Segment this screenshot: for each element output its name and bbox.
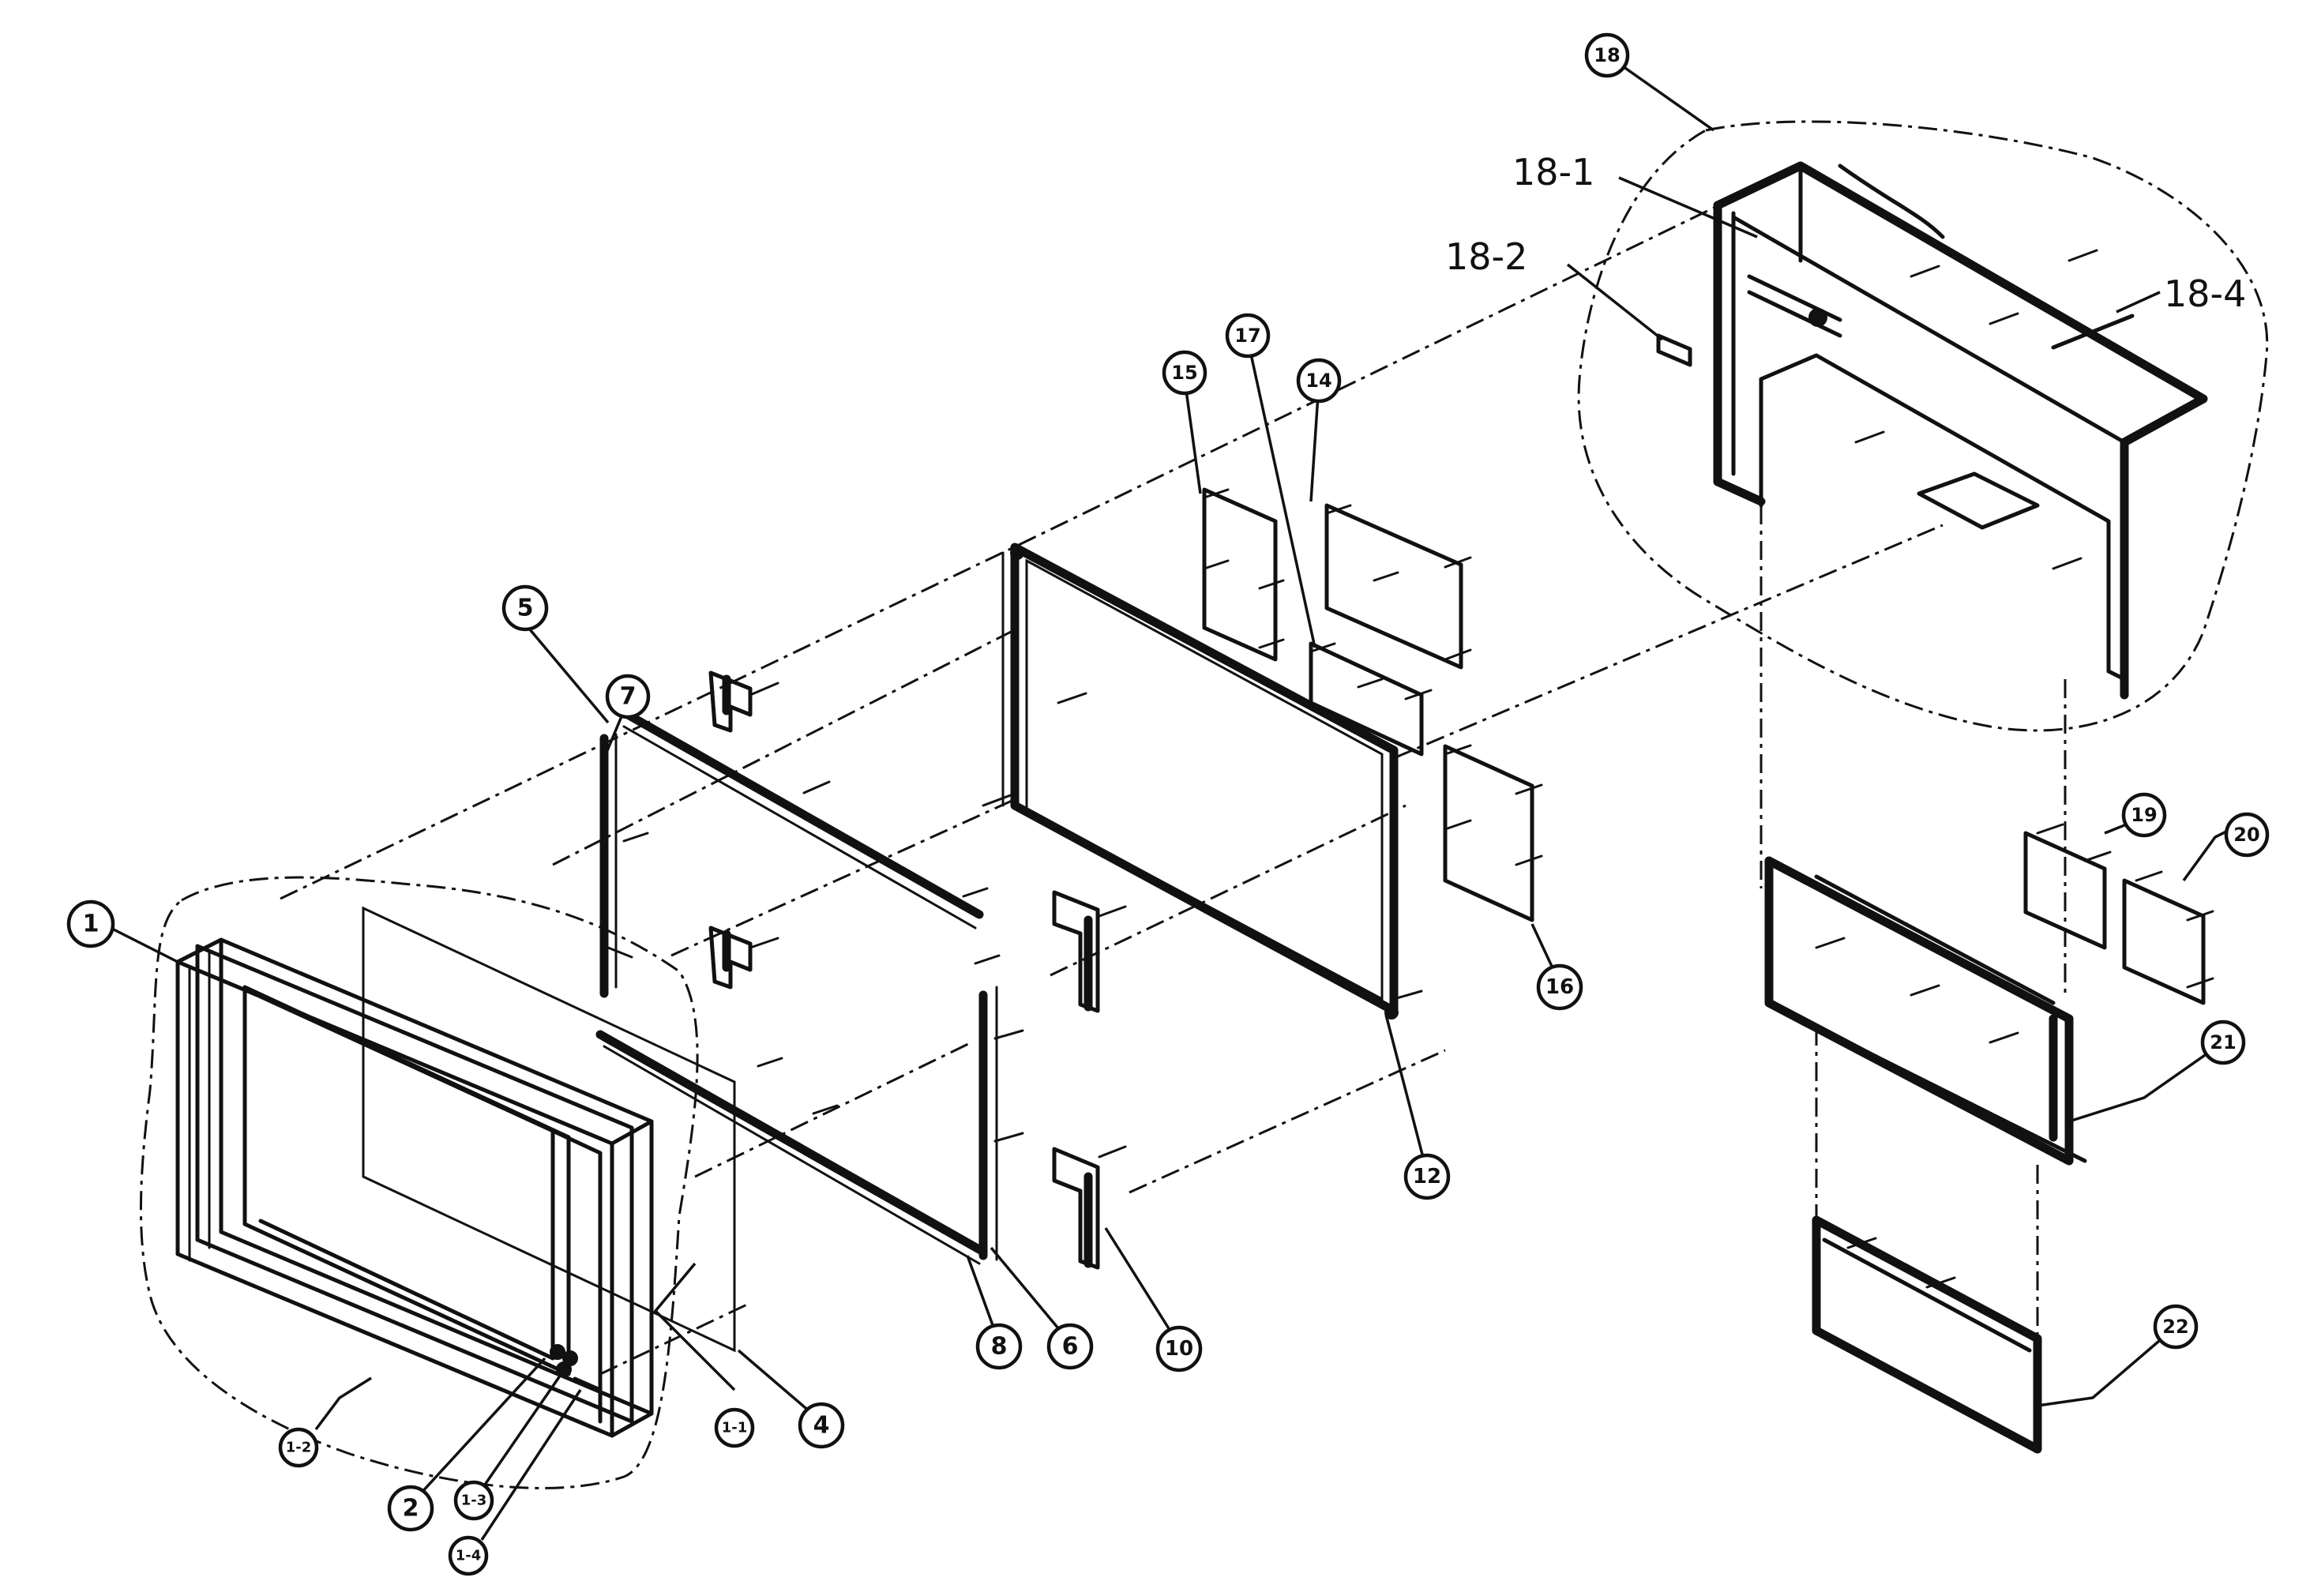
stand-bracket-21 [1764,856,2087,1166]
callout-12: 12 [1403,1153,1451,1200]
svg-text:20: 20 [2233,824,2259,846]
svg-text:21: 21 [2210,1031,2236,1053]
label-18-2: 18-2 [1445,235,1527,278]
callout-21: 21 [2200,1020,2246,1065]
callout-16: 16 [1536,963,1583,1011]
callout-14: 14 [1296,358,1342,404]
svg-text:14: 14 [1305,370,1331,392]
callout-7: 7 [605,674,651,719]
callout-2: 2 [387,1485,434,1532]
label-18-4: 18-4 [2164,272,2246,315]
bracket-center [1052,890,1127,1013]
board-17 [1309,641,1433,757]
board-16 [1443,744,1543,922]
callout-17: 17 [1225,313,1271,359]
svg-text:10: 10 [1165,1337,1193,1361]
front-bezel [175,937,654,1438]
stand-base-22 [1812,1215,2042,1454]
assembly-18-boundary [1577,120,2269,732]
explosion-lines [280,160,2067,1376]
callout-1-1: 1-1 [714,1407,755,1448]
callout-15: 15 [1162,350,1207,396]
callout-8: 8 [975,1323,1023,1370]
svg-text:18: 18 [1594,44,1620,66]
callout-1: 1 [66,899,115,948]
svg-text:17: 17 [1234,325,1260,347]
svg-text:8: 8 [991,1333,1008,1361]
board-14 [1324,503,1472,670]
svg-text:1-4: 1-4 [456,1548,482,1564]
back-cover [1656,161,2208,700]
board-15 [1202,487,1285,662]
svg-text:1-2: 1-2 [286,1440,312,1456]
filter-glass-panel [362,906,736,1353]
bracket-middle [708,926,779,990]
svg-text:15: 15 [1171,362,1197,384]
svg-text:1-1: 1-1 [722,1420,748,1436]
label-18-1: 18-1 [1512,151,1594,193]
board-20 [2122,870,2214,1005]
callout-4: 4 [798,1402,845,1449]
svg-text:19: 19 [2131,804,2157,826]
callout-1-4: 1-4 [448,1535,489,1576]
pdp-panel [982,543,1423,1020]
panel-frame-rails [595,710,1024,1265]
svg-text:2: 2 [403,1495,419,1523]
assembly-1-boundary [139,876,699,1489]
board-19 [2023,823,2112,950]
svg-text:1-3: 1-3 [461,1493,487,1509]
leader-lines [110,54,2248,1541]
callout-1-2: 1-2 [278,1427,319,1468]
svg-text:22: 22 [2162,1316,2188,1338]
callout-5: 5 [501,584,549,632]
svg-text:5: 5 [517,595,534,622]
svg-text:12: 12 [1413,1165,1441,1189]
callout-10: 10 [1155,1325,1203,1373]
svg-text:6: 6 [1062,1333,1079,1361]
callout-19: 19 [2121,792,2167,838]
callout-20: 20 [2224,812,2270,858]
svg-text:1: 1 [83,911,100,938]
callout-18: 18 [1584,32,1630,78]
callout-6: 6 [1046,1323,1094,1370]
svg-text:16: 16 [1545,975,1574,999]
bracket-lower [1052,1145,1127,1270]
svg-text:4: 4 [813,1412,830,1440]
svg-text:7: 7 [620,683,637,711]
control-buttons [550,1344,603,1392]
bracket-upper [708,670,779,733]
callout-1-3: 1-3 [453,1480,494,1521]
callout-22: 22 [2153,1304,2199,1350]
